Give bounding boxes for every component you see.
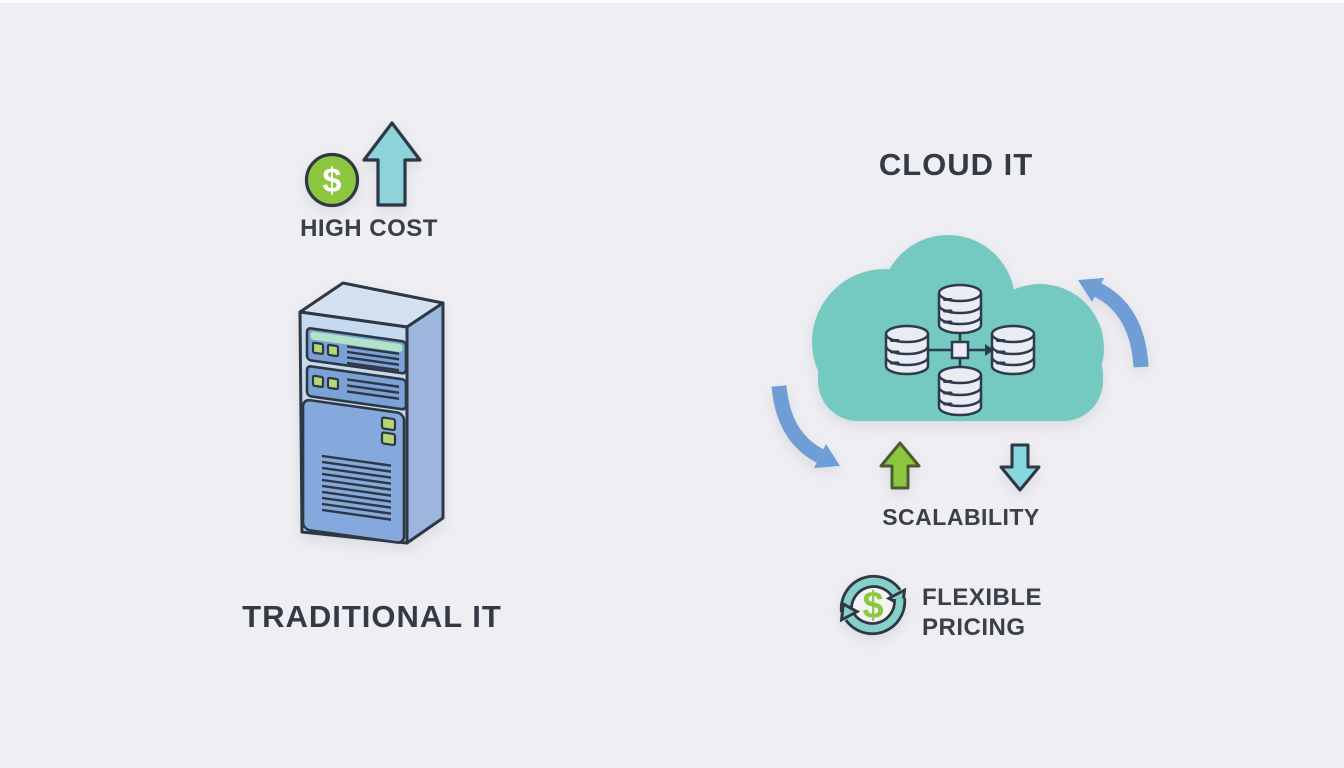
flexible-pricing-line1: FLEXIBLE [922, 584, 1043, 611]
network-hub-node [950, 340, 970, 360]
flexible-pricing-label: FLEXIBLE PRICING [922, 583, 1042, 643]
database-icon-left [884, 324, 930, 376]
database-icon-top [937, 283, 983, 335]
dollar-symbol: $ [323, 162, 342, 200]
cloud-network-illustration [771, 235, 1149, 468]
down-arrow-icon [999, 443, 1041, 492]
cloud-it-title: CLOUD IT [878, 147, 1034, 182]
rotate-arrow-up-icon [1078, 278, 1149, 368]
scalability-label: SCALABILITY [882, 504, 1040, 530]
refresh-dollar-icon: $ [831, 574, 907, 647]
server-tower-icon [298, 281, 445, 545]
database-icon-right [990, 324, 1036, 376]
rotate-arrow-down-icon [771, 385, 840, 468]
cost-up-arrow-icon [362, 121, 422, 207]
dollar-circle-icon: $ [304, 152, 360, 208]
top-edge-highlight [0, 0, 1344, 3]
high-cost-label: HIGH COST [300, 215, 438, 242]
traditional-it-title: TRADITIONAL IT [242, 599, 502, 634]
dollar-symbol: $ [862, 585, 883, 627]
database-network-links [928, 333, 985, 367]
server-vent-lines [322, 454, 391, 521]
database-icon-bottom [937, 365, 983, 417]
link-arrowhead [985, 344, 994, 356]
flexible-pricing-line2: PRICING [922, 614, 1026, 641]
up-arrow-icon [879, 441, 921, 490]
scalability-arrows [879, 441, 1041, 492]
